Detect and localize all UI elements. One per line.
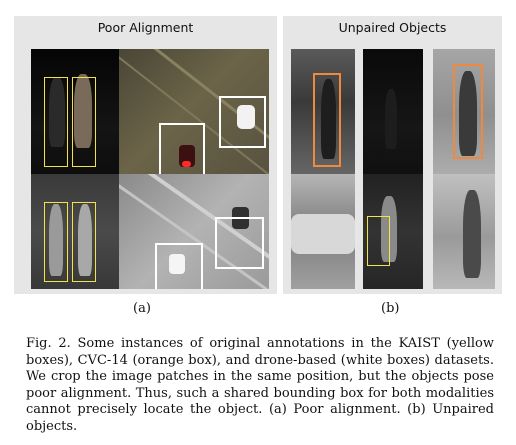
kaist-bounding-box [44,77,68,167]
pedestrian [385,89,397,149]
cvc14-bounding-box [453,64,483,159]
kaist-bounding-box [44,202,68,282]
cvc14-bounding-box [313,73,341,167]
drone-bounding-box [155,243,203,289]
cvc14-rgb-image [291,49,355,181]
drone-bounding-box [215,217,264,269]
cvc14-rgb-image [433,49,495,181]
car [169,254,185,274]
panel-unpaired-objects: Unpaired Objects [283,16,502,294]
kaist-thermal-image [363,174,423,289]
pedestrian [74,74,92,148]
subfigure-label-a: (a) [133,301,151,316]
car [237,105,255,129]
kaist-rgb-image [31,49,123,181]
kaist-bounding-box [72,202,96,282]
figure-caption: Fig. 2. Some instances of original annot… [26,336,494,434]
kaist-bounding-box [367,216,390,266]
pedestrian [459,71,477,156]
kaist-bounding-box [72,77,96,167]
panel-title: Unpaired Objects [338,19,447,35]
car-light [182,161,191,167]
drone-thermal-image [119,174,269,289]
pedestrian [321,79,336,159]
drone-rgb-image [119,49,269,181]
kaist-thermal-image [31,174,123,289]
panel-poor-alignment: Poor Alignment [14,16,277,294]
drone-bounding-box [219,96,266,148]
cvc14-thermal-image [433,174,495,289]
pedestrian [49,204,63,276]
kaist-rgb-image [363,49,423,181]
cvc14-thermal-image [291,174,355,289]
drone-bounding-box [159,123,205,179]
vehicle [291,214,355,254]
pedestrian [78,204,92,276]
pedestrian [463,190,481,278]
subfigure-label-b: (b) [381,301,400,316]
pedestrian [49,77,65,147]
panel-title: Poor Alignment [97,19,194,35]
